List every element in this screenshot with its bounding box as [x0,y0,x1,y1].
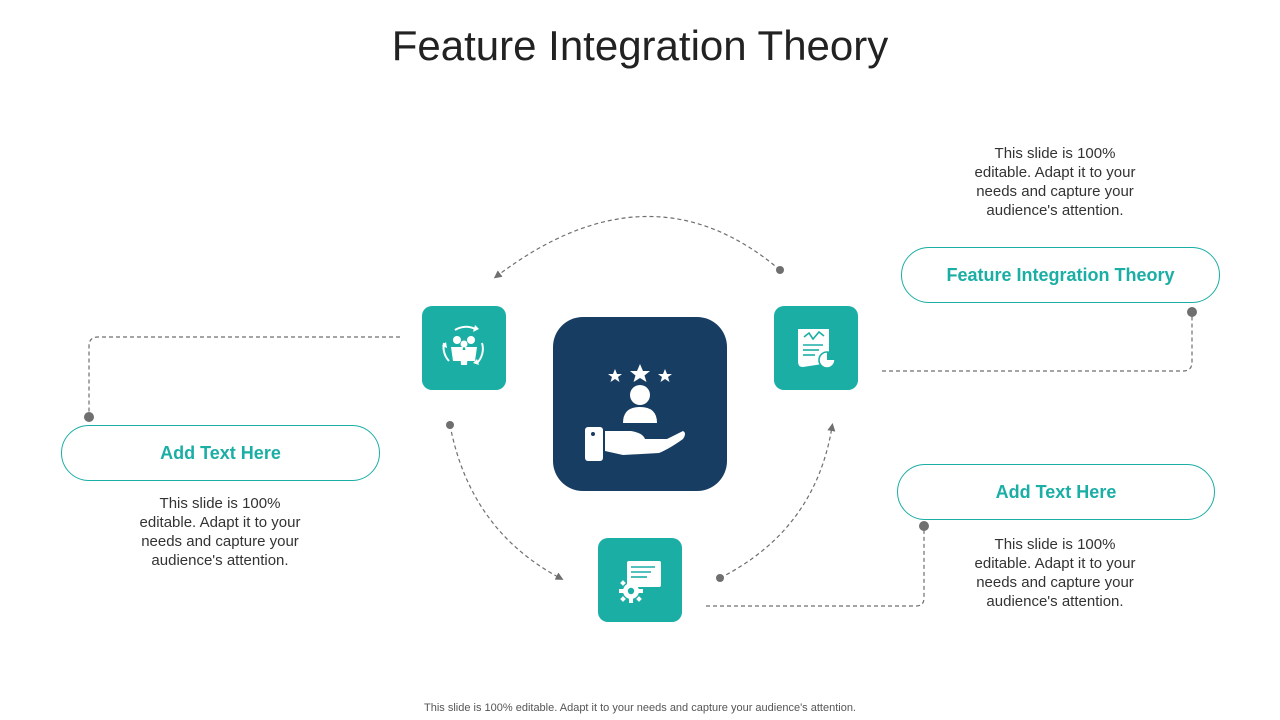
left-heading: Add Text Here [160,442,281,463]
arc-right [719,423,836,579]
left-heading-pill: Add Text Here [61,425,380,481]
bottom-right-heading: Add Text Here [995,481,1117,502]
monitor-tile [598,538,682,622]
connector-bottom-right [706,526,925,607]
top-right-heading: Feature Integration Theory [946,264,1175,285]
hand-with-person-and-stars-icon [585,364,685,461]
report-document-icon [798,329,836,369]
monitor-gear-icon [619,561,661,603]
footer-note: This slide is 100% editable. Adapt it to… [424,702,856,714]
arc-top [493,215,781,279]
team-tile [422,306,506,390]
report-tile [774,306,858,390]
left-description: This slide is 100% editable. Adapt it to… [139,495,301,569]
arc-left [449,424,564,580]
center-tile [553,317,727,491]
connector-left [88,336,400,417]
bottom-right-heading-pill: Add Text Here [897,464,1215,520]
slide-title: Feature Integration Theory [391,22,889,69]
top-right-description: This slide is 100% editable. Adapt it to… [974,145,1136,219]
bottom-right-description: This slide is 100% editable. Adapt it to… [974,536,1136,610]
top-right-heading-pill: Feature Integration Theory [901,247,1220,303]
team-cycle-icon [442,325,484,365]
connector-top-right [882,312,1193,372]
